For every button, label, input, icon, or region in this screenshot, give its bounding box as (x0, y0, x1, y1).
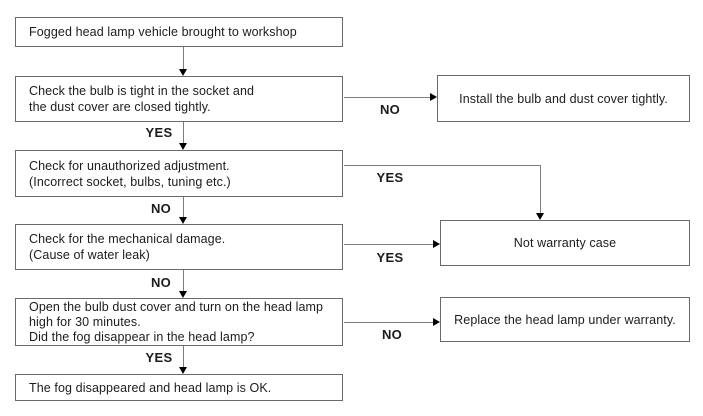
edge-label-open-cover-no: NO (381, 327, 403, 342)
arrowhead-right-icon (430, 93, 437, 101)
edge-label-check-bulb-yes: YES (145, 125, 173, 140)
edge-label-check-adjustment-yes: YES (376, 170, 404, 185)
node-check-bulb-line2: the dust cover are closed tightly. (29, 100, 211, 114)
node-not-warranty-text: Not warranty case (513, 236, 617, 250)
node-replace-text: Replace the head lamp under warranty. (454, 312, 676, 327)
node-open-cover-line1: Open the bulb dust cover and turn on the… (29, 299, 324, 314)
arrowhead-down-icon (179, 69, 187, 76)
connector-open-cover-no (344, 322, 434, 323)
edge-label-open-cover-yes: YES (145, 350, 173, 365)
node-check-mechanical-damage: Check for the mechanical damage. (Cause … (15, 224, 343, 270)
node-start-text: Fogged head lamp vehicle brought to work… (29, 25, 297, 39)
node-start: Fogged head lamp vehicle brought to work… (15, 17, 343, 47)
node-check-bulb-line1: Check the bulb is tight in the socket an… (29, 84, 255, 98)
connector-check-bulb-no (344, 97, 431, 98)
connector-check-damage-no (183, 270, 184, 291)
node-open-dust-cover-test: Open the bulb dust cover and turn on the… (15, 298, 343, 346)
connector-check-damage-yes (344, 244, 434, 245)
arrowhead-right-icon (433, 318, 440, 326)
connector-check-adjustment-yes-horizontal (344, 165, 541, 166)
node-check-adjustment-line1: Check for unauthorized adjustment. (29, 158, 230, 173)
node-not-warranty-case: Not warranty case (440, 220, 690, 266)
arrowhead-down-icon (179, 143, 187, 150)
node-check-damage-line1: Check for the mechanical damage. (29, 232, 226, 246)
edge-label-check-damage-no: NO (150, 275, 172, 290)
arrowhead-down-icon (179, 367, 187, 374)
connector-start-to-check-bulb (183, 47, 184, 69)
connector-check-bulb-yes (183, 122, 184, 143)
arrowhead-down-icon (179, 217, 187, 224)
node-replace-head-lamp: Replace the head lamp under warranty. (440, 297, 690, 342)
node-install-text: Install the bulb and dust cover tightly. (459, 91, 668, 106)
edge-label-check-damage-yes: YES (376, 250, 404, 265)
arrowhead-right-icon (433, 240, 440, 248)
arrowhead-down-icon (536, 213, 544, 220)
arrowhead-down-icon (179, 291, 187, 298)
node-open-cover-line2: high for 30 minutes. (29, 314, 141, 329)
node-check-adjustment-line2: (Incorrect socket, bulbs, tuning etc.) (29, 174, 231, 189)
edge-label-check-adjustment-no: NO (150, 201, 172, 216)
node-install-bulb-dust-cover: Install the bulb and dust cover tightly. (437, 75, 690, 122)
node-check-damage-line2: (Cause of water leak) (29, 248, 150, 262)
node-check-bulb-socket: Check the bulb is tight in the socket an… (15, 76, 343, 122)
connector-check-adjustment-yes-vertical (540, 165, 541, 214)
node-ok-text: The fog disappeared and head lamp is OK. (29, 380, 272, 395)
node-check-unauthorized-adjustment: Check for unauthorized adjustment. (Inco… (15, 150, 343, 197)
edge-label-check-bulb-no: NO (379, 102, 401, 117)
connector-open-cover-yes (183, 346, 184, 367)
node-open-cover-line3: Did the fog disappear in the head lamp? (29, 329, 255, 344)
connector-check-adjustment-no (183, 197, 184, 217)
node-fog-disappeared-ok: The fog disappeared and head lamp is OK. (15, 374, 343, 401)
